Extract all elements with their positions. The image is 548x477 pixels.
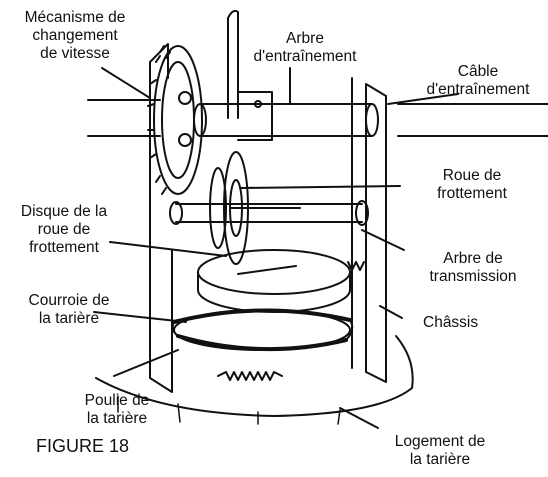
transmission-shaft [175,203,363,223]
control-rod [227,9,239,119]
drive-shaft [199,103,373,137]
mounting-bracket [237,91,273,141]
auger-housing [95,335,414,417]
label-gear-mechanism: Mécanisme de changement de vitesse [24,9,126,62]
label-auger-pulley: Poulie de la tarière [84,392,150,427]
label-frame: Châssis [423,314,479,331]
label-auger-belt: Courroie de la tarière [28,292,110,327]
label-auger-housing: Logement de la tarière [394,433,486,468]
auger-belt [172,308,352,352]
left-frame-plate [149,43,173,393]
figure-caption: FIGURE 18 [36,436,130,456]
label-friction-disc: Disque de la roue de frottement [20,203,108,256]
large-gear [153,45,203,195]
right-side-bar [397,103,548,137]
friction-disc [197,249,351,295]
label-transmission-shaft: Arbre de transmission [429,250,517,285]
left-side-bar [87,99,161,137]
spring [217,371,283,381]
label-drive-cable: Câble d'entraînement [426,63,530,98]
label-drive-shaft: Arbre d'entraînement [253,30,357,65]
right-frame-plate [351,77,387,383]
label-friction-wheel: Roue de frottement [437,167,507,202]
